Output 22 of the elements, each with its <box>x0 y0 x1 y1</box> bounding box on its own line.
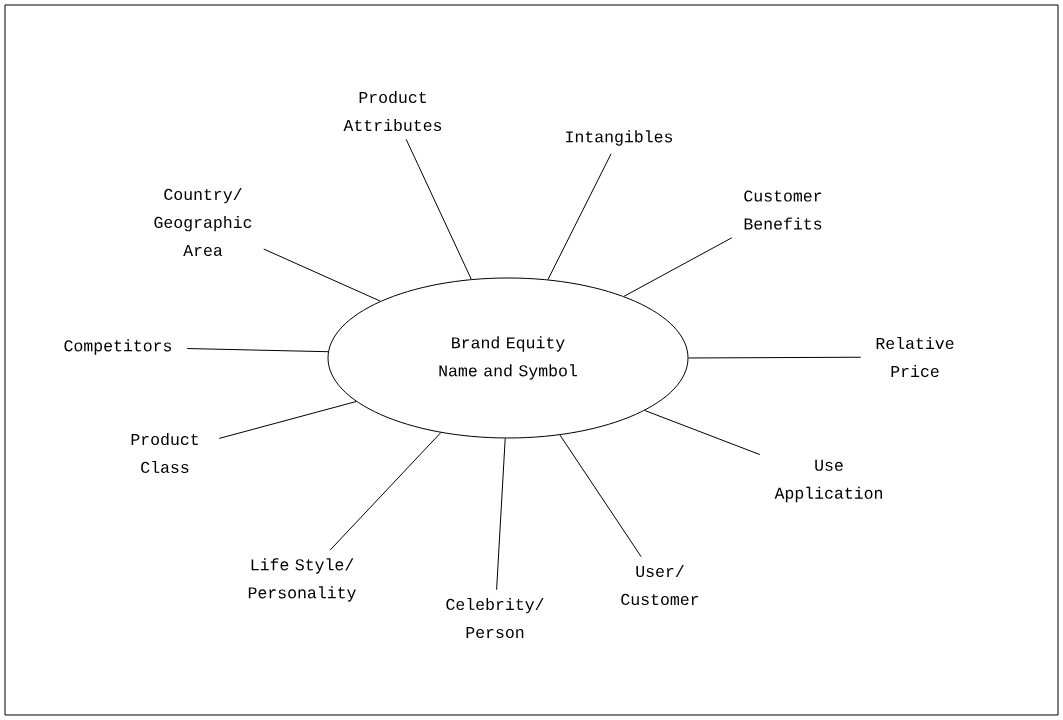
label-text: Celebrity/ Person <box>446 597 544 639</box>
connector-line <box>688 356 862 359</box>
connector-line <box>218 401 357 439</box>
label-text: Competitors <box>64 339 172 355</box>
label-text: Country/ Geographic Area <box>154 187 252 257</box>
label-text: Use Application <box>774 459 882 503</box>
label-text: Life Style/ Personality <box>248 558 356 602</box>
connector-line <box>644 410 761 456</box>
connector-line <box>623 237 733 297</box>
label-text: Relative Price <box>876 336 954 378</box>
label-text: Product Class <box>131 432 198 474</box>
connector-line <box>263 248 381 302</box>
label-text: Intangibles <box>566 130 673 146</box>
connector-line <box>547 153 612 280</box>
label-text: User/ Customer <box>621 564 699 606</box>
connector-line <box>559 434 642 558</box>
connector-line <box>405 138 472 280</box>
label-text: Product Attributes <box>343 90 442 132</box>
connector-line <box>329 432 442 551</box>
connector-line <box>496 438 506 591</box>
label-text: Customer Benefits <box>744 190 822 230</box>
connector-line <box>186 348 329 353</box>
